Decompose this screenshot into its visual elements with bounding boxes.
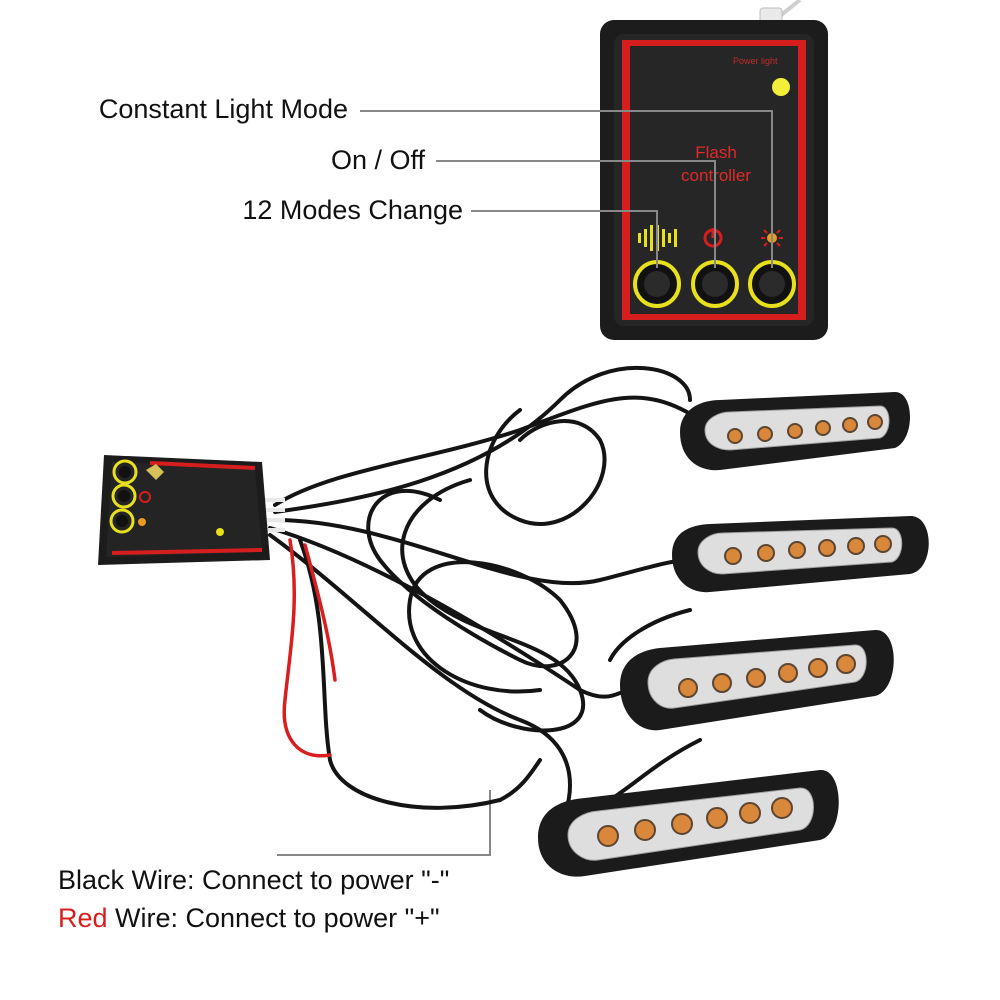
controller-title-line1: Flash [695, 143, 737, 162]
wiring-instructions: Black Wire: Connect to power "-" Red Wir… [58, 862, 449, 938]
controller-title-line2: controller [681, 166, 751, 185]
power-light-label: Power light [733, 56, 778, 66]
led-light-bar-4 [538, 769, 839, 877]
modes-change-label: 12 Modes Change [242, 195, 463, 225]
on-off-button[interactable] [691, 260, 739, 308]
red-wire-note: Red Wire: Connect to power "+" [58, 900, 449, 938]
power-indicator-led [772, 78, 790, 96]
constant-light-mode-label: Constant Light Mode [98, 94, 348, 124]
red-word: Red [58, 902, 108, 933]
red-wire-note-rest: Wire: Connect to power "+" [107, 902, 440, 933]
constant-light-button[interactable] [748, 260, 796, 308]
black-wire-note: Black Wire: Connect to power "-" [58, 865, 450, 895]
led-light-bar-3 [620, 629, 894, 731]
red-power-wire [282, 538, 337, 758]
flash-controller-small [98, 455, 285, 565]
led-light-bar-2 [672, 515, 929, 593]
callout-lines [277, 110, 773, 856]
led-light-bar-1 [680, 392, 910, 471]
modes-change-button[interactable] [633, 260, 681, 308]
cable-bundle [268, 365, 702, 823]
on-off-label: On / Off [330, 145, 425, 175]
power-icon [703, 228, 723, 248]
